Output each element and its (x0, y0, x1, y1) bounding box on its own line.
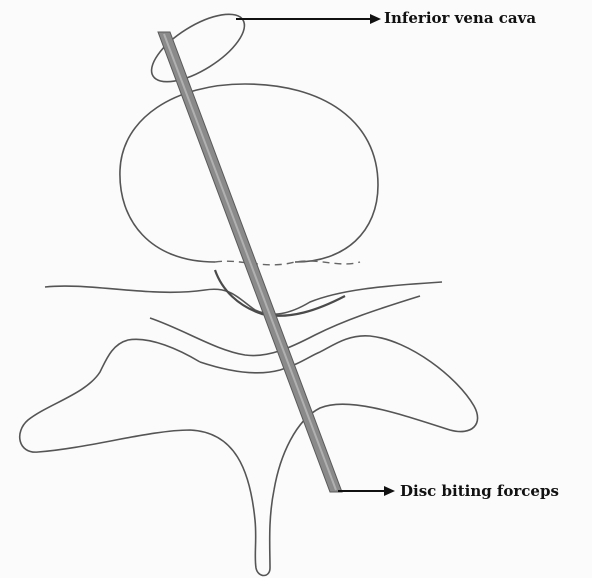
inferior-vena-cava-label: Inferior vena cava (384, 11, 536, 26)
intervertebral-disc-upper-line (45, 282, 442, 314)
intervertebral-disc-lower-line (215, 270, 345, 316)
disc-biting-forceps-label: Disc biting forceps (400, 484, 559, 499)
disc-biting-forceps-highlight (164, 34, 336, 490)
vertebral-body-dashed-edge (215, 261, 360, 265)
vertebral-body-outline (120, 84, 378, 262)
disc-biting-forceps-arrowhead (384, 486, 395, 496)
inferior-vena-cava-outline (141, 1, 254, 94)
inferior-vena-cava-arrowhead (370, 14, 381, 24)
vertebral-arch-outline (20, 336, 478, 576)
